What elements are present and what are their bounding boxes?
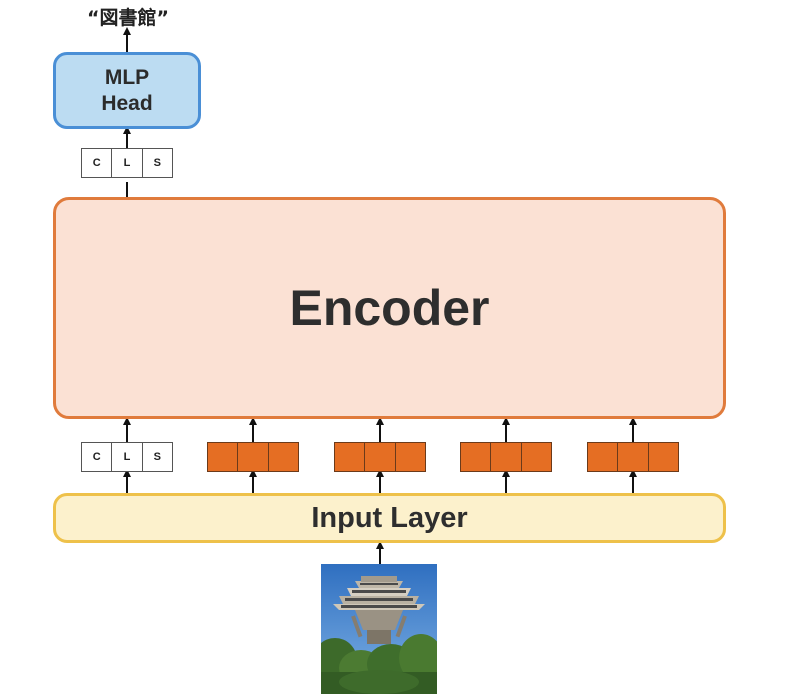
patch-token-cell — [460, 442, 492, 472]
patch-token-cell — [587, 442, 619, 472]
patch-token-cell — [238, 442, 269, 472]
mlp-head-line2: Head — [101, 91, 153, 115]
patch-token — [334, 442, 426, 472]
cls-token-cell: L — [112, 148, 143, 178]
encoder-block: Encoder — [53, 197, 726, 419]
encoder-label: Encoder — [289, 280, 490, 336]
mlp-head-line1: MLP — [104, 65, 150, 89]
input-image-library-photo — [321, 564, 437, 694]
cls-token-input: C L S — [81, 442, 173, 472]
cls-token-cell: C — [81, 148, 113, 178]
patch-token-cell — [618, 442, 649, 472]
patch-token-cell — [395, 442, 426, 472]
cls-token-output: C L S — [81, 148, 173, 178]
cls-token-cell: L — [112, 442, 143, 472]
patch-token-cell — [334, 442, 366, 472]
patch-token-cell — [491, 442, 522, 472]
patch-token — [207, 442, 299, 472]
cls-token-cell: S — [142, 148, 173, 178]
input-layer-block: Input Layer — [53, 493, 726, 543]
patch-token — [587, 442, 679, 472]
patch-token-cell — [521, 442, 552, 472]
patch-token-cell — [648, 442, 679, 472]
mlp-head-block: MLP Head — [53, 52, 201, 129]
input-layer-label: Input Layer — [311, 501, 468, 534]
cls-token-cell: S — [142, 442, 173, 472]
output-class-label: “図書館” — [87, 7, 169, 29]
patch-token — [460, 442, 552, 472]
patch-token-cell — [268, 442, 299, 472]
cls-token-cell: C — [81, 442, 113, 472]
patch-token-cell — [207, 442, 239, 472]
patch-token-cell — [365, 442, 396, 472]
